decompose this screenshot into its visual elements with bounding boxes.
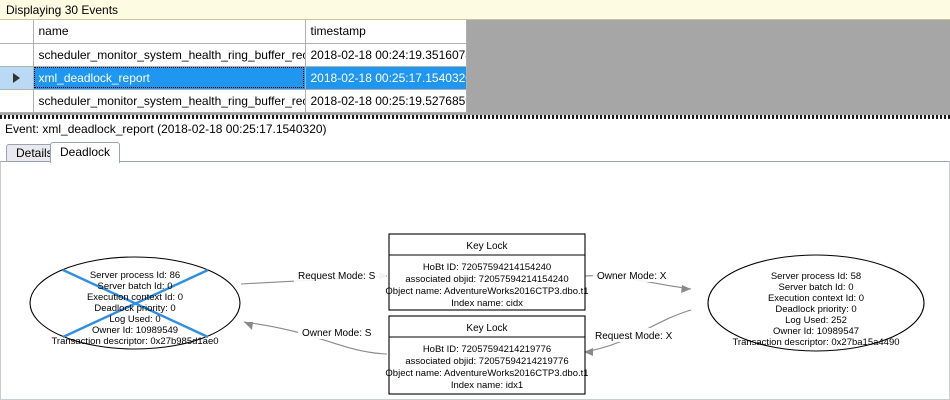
right-process-line-5: Owner Id: 10989547 — [773, 326, 859, 337]
edge-label-top-to-right: Owner Mode: X — [593, 268, 683, 282]
right-process-node[interactable]: Server process Id: 58 Server batch Id: 0… — [707, 254, 925, 352]
cell-timestamp[interactable]: 2018-02-18 00:24:19.3516078 — [305, 43, 467, 67]
table-row[interactable]: scheduler_monitor_system_health_ring_buf… — [0, 89, 467, 113]
edge-label-text: Owner Mode: S — [302, 328, 372, 339]
row-selector-cell[interactable] — [0, 66, 34, 90]
left-process-node[interactable]: Server process Id: 86 Server batch Id: 0… — [29, 256, 241, 350]
resource-top-line-3: Index name: cidx — [451, 298, 523, 309]
edge-label-bottom-to-left: Owner Mode: S — [298, 325, 384, 339]
cell-name[interactable]: scheduler_monitor_system_health_ring_buf… — [33, 89, 306, 113]
table-header-row: name timestamp — [0, 20, 467, 44]
events-grid-area: name timestamp scheduler_monitor_system_… — [0, 20, 950, 118]
right-process-line-4: Log Used: 252 — [785, 315, 847, 326]
edge-label-right-to-bottom: Request Mode: X — [591, 328, 685, 342]
resource-top-line-1: associated objid: 72057594214154240 — [405, 274, 568, 285]
row-selector-arrow-icon — [12, 73, 20, 84]
cell-name[interactable]: scheduler_monitor_system_health_ring_buf… — [33, 43, 306, 67]
events-banner: Displaying 30 Events — [0, 0, 950, 20]
edge-label-left-to-top: Request Mode: S — [294, 268, 386, 282]
resource-top-line-2: Object name: AdventureWorks2016CTP3.dbo.… — [385, 286, 588, 297]
column-header-selector — [0, 20, 34, 44]
cell-timestamp[interactable]: 2018-02-18 00:25:19.5276859 — [305, 89, 467, 113]
edge-label-text: Request Mode: S — [298, 271, 376, 282]
horizontal-splitter[interactable] — [0, 115, 950, 119]
edge-label-text: Owner Mode: X — [597, 271, 667, 282]
events-count-label: Displaying 30 Events — [6, 2, 119, 17]
resource-top-line-0: HoBt ID: 72057594214154240 — [423, 262, 551, 273]
left-process-line-1: Server batch Id: 0 — [98, 281, 173, 292]
events-grid[interactable]: name timestamp scheduler_monitor_system_… — [0, 20, 467, 113]
resource-bottom-line-3: Index name: idx1 — [451, 380, 523, 391]
resource-bottom-line-0: HoBt ID: 72057594214219776 — [423, 344, 551, 355]
left-process-line-6: Transaction descriptor: 0x27b985d1ae0 — [51, 336, 218, 347]
tab-deadlock[interactable]: Deadlock — [50, 142, 121, 163]
edge-label-text: Request Mode: X — [595, 331, 673, 342]
right-process-line-3: Deadlock priority: 0 — [775, 304, 856, 315]
column-header-name[interactable]: name — [33, 20, 306, 44]
deadlock-graph-svg: Request Mode: S Owner Mode: X Owner Mode… — [29, 233, 925, 395]
right-process-line-1: Server batch Id: 0 — [779, 282, 854, 293]
cell-name[interactable]: xml_deadlock_report — [33, 66, 306, 90]
resource-bottom-line-2: Object name: AdventureWorks2016CTP3.dbo.… — [385, 368, 588, 379]
deadlock-graph-panel[interactable]: Request Mode: S Owner Mode: X Owner Mode… — [0, 161, 950, 400]
right-process-line-2: Execution context Id: 0 — [768, 293, 864, 304]
edge-bottom-to-left — [243, 321, 388, 355]
left-process-line-4: Log Used: 0 — [109, 314, 160, 325]
event-title-label: Event: xml_deadlock_report (2018-02-18 0… — [0, 120, 950, 138]
table-row-selected[interactable]: xml_deadlock_report 2018-02-18 00:25:17.… — [0, 66, 467, 90]
row-selector-cell[interactable] — [0, 43, 34, 67]
cell-timestamp[interactable]: 2018-02-18 00:25:17.1540320 — [305, 66, 467, 90]
tabstrip: Details Deadlock — [0, 142, 950, 163]
left-process-line-0: Server process Id: 86 — [90, 270, 180, 281]
resource-bottom-line-1: associated objid: 72057594214219776 — [405, 356, 568, 367]
resource-node-top[interactable]: Key Lock HoBt ID: 72057594214154240 asso… — [385, 233, 589, 311]
right-process-line-0: Server process Id: 58 — [771, 271, 861, 282]
resource-bottom-header: Key Lock — [466, 323, 508, 334]
left-process-line-5: Owner Id: 10989549 — [92, 325, 178, 336]
row-selector-cell[interactable] — [0, 89, 34, 113]
resource-top-header: Key Lock — [466, 241, 508, 252]
resource-node-bottom[interactable]: Key Lock HoBt ID: 72057594214219776 asso… — [385, 315, 589, 395]
left-process-line-2: Execution context Id: 0 — [87, 292, 183, 303]
left-process-line-3: Deadlock priority: 0 — [94, 303, 175, 314]
table-row[interactable]: scheduler_monitor_system_health_ring_buf… — [0, 43, 467, 67]
right-process-line-6: Transaction descriptor: 0x27ba15a4490 — [732, 337, 899, 348]
column-header-timestamp[interactable]: timestamp — [305, 20, 467, 44]
